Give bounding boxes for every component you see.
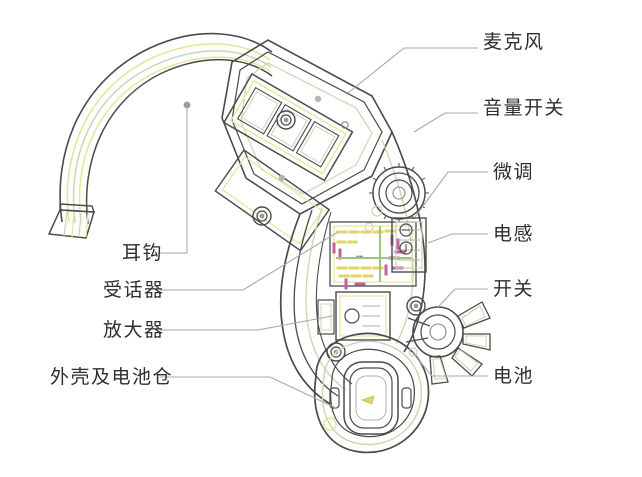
leader-switch xyxy=(437,288,488,308)
leader-amplifier xyxy=(160,315,333,331)
label-switch: 开关 xyxy=(493,279,535,300)
label-inductor: 电感 xyxy=(493,224,535,245)
leader-inductor xyxy=(427,233,488,244)
amplifier-block xyxy=(317,299,335,335)
label-volume-switch: 音量开关 xyxy=(483,98,566,119)
leader-lines xyxy=(158,47,488,409)
leader-receiver xyxy=(160,231,339,291)
svg-text:••••: •••• xyxy=(356,254,363,260)
leader-shell-battery xyxy=(160,376,337,409)
leader-microphone xyxy=(347,47,478,94)
fine-tune-trimmers xyxy=(399,223,413,255)
label-shell-battery: 外壳及电池仓 xyxy=(50,367,174,388)
leader-fine-tune xyxy=(414,171,488,218)
battery-compartment xyxy=(314,332,430,454)
microphone-housing xyxy=(183,39,393,252)
ear-hook-shape xyxy=(47,32,273,239)
switch-rotor xyxy=(405,301,491,385)
circuit-board: •••• xyxy=(329,221,417,290)
label-microphone: 麦克风 xyxy=(483,32,545,53)
label-ear-hook: 耳钩 xyxy=(122,243,164,264)
label-battery: 电池 xyxy=(493,366,535,387)
receiver-block xyxy=(335,291,391,341)
label-amplifier: 放大器 xyxy=(103,320,165,341)
label-receiver: 受话器 xyxy=(103,280,165,301)
label-fine-tune: 微调 xyxy=(493,162,535,183)
leader-volume-switch xyxy=(413,112,478,133)
leader-ear-hook xyxy=(158,105,188,254)
leader-battery xyxy=(411,351,488,377)
